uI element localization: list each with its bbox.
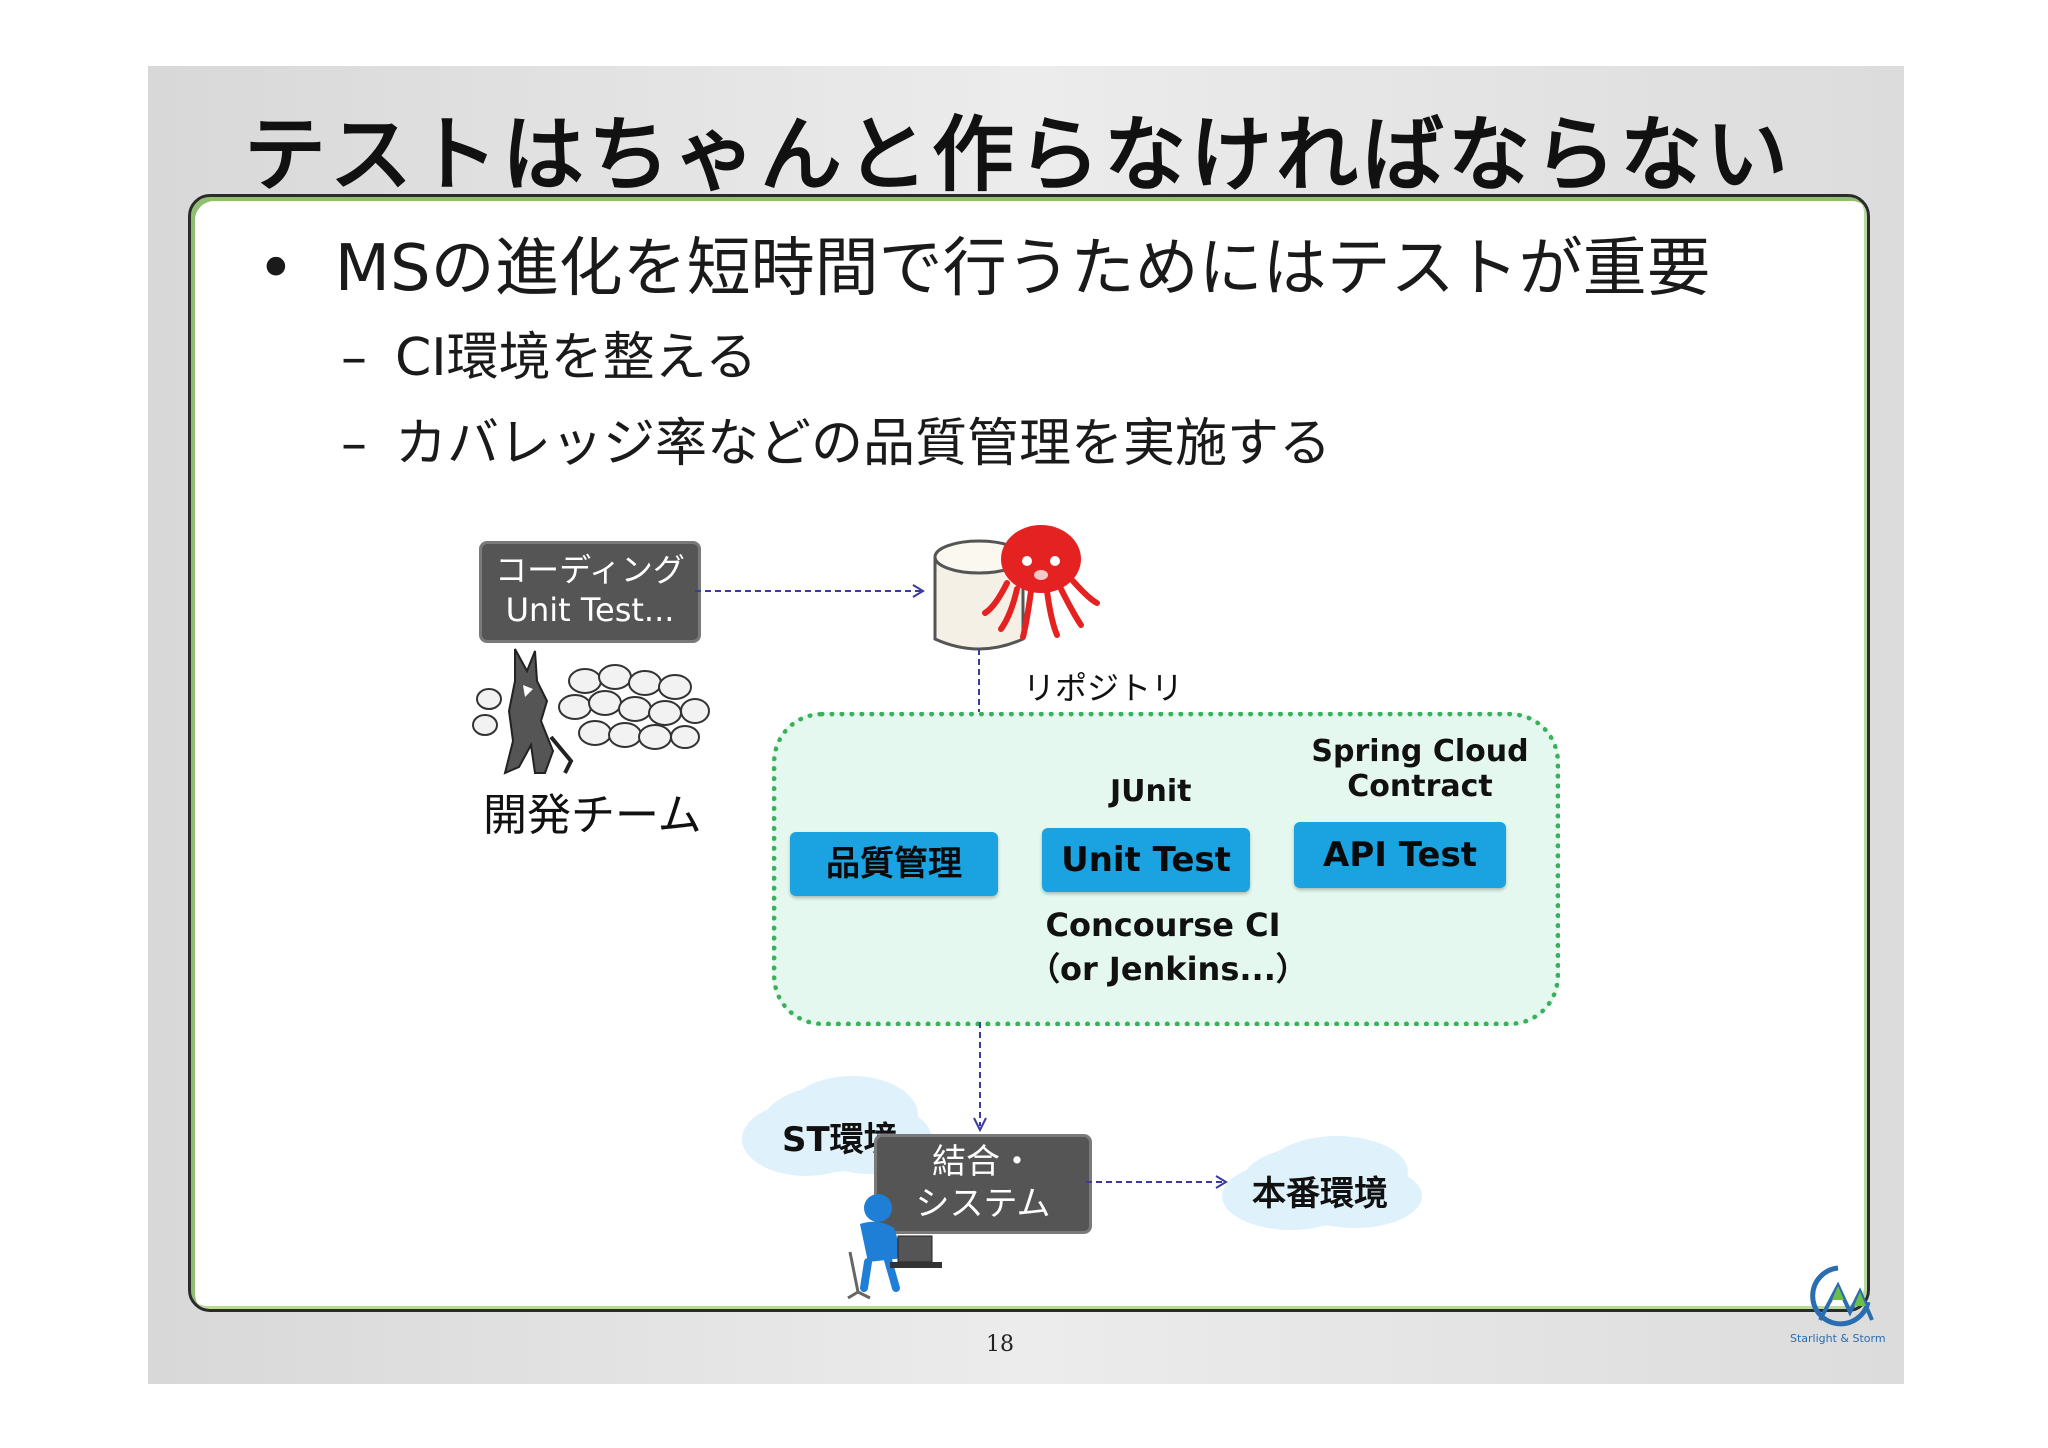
integration-line1: 結合・ [932,1142,1034,1182]
dev-team-illustration-icon [472,648,710,775]
dash-icon: – [341,414,367,474]
bullet-main: • MSの進化を短時間で行うためにはテストが重要 [257,217,1711,309]
api-test-button: API Test [1294,822,1506,888]
bullet-sub-2-text: カバレッジ率などの品質管理を実施する [395,414,1332,474]
coding-line1: コーディング [495,551,685,589]
quality-management-button: 品質管理 [790,832,998,896]
integration-system-box: 結合・ システム [874,1134,1092,1234]
logo-text: Starlight & Storm [1790,1332,1886,1345]
slide-title: テストはちゃんと作らなければならない [244,108,1793,203]
arrow-ci-to-integration-icon [973,1022,987,1133]
slide: テストはちゃんと作らなければならない • MSの進化を短時間で行うためにはテストが… [148,66,1904,1384]
prod-env-label: 本番環境 [1252,1174,1388,1214]
spring-line1: Spring Cloud [1311,734,1529,769]
bullet-sub-1: –CI環境を整える [341,315,757,390]
dev-team-label: 開発チーム [483,790,702,841]
unit-test-button: Unit Test [1042,828,1250,892]
page-number: 18 [986,1332,1014,1357]
junit-label: JUnit [1110,774,1192,809]
bullet-sub-1-text: CI環境を整える [395,328,758,388]
company-logo-icon [1810,1265,1874,1327]
prod-env-cloud [1240,1146,1390,1226]
bullet-main-text: MSの進化を短時間で行うためにはテストが重要 [334,232,1711,306]
content-panel: • MSの進化を短時間で行うためにはテストが重要 –CI環境を整える –カバレッジ… [188,194,1870,1312]
spring-cloud-contract-label: Spring Cloud Contract [1300,734,1540,804]
arrow-integration-to-prod-icon [1086,1175,1228,1189]
person-at-laptop-icon [847,1194,942,1300]
bullet-sub-2: –カバレッジ率などの品質管理を実施する [341,401,1331,476]
repository-label: リポジトリ [1023,669,1184,707]
ci-line1: Concourse CI [1045,906,1281,944]
spring-line2: Contract [1347,769,1493,804]
ci-line2: （or Jenkins...） [1028,950,1308,988]
concourse-ci-label: Concourse CI （or Jenkins...） [1028,906,1308,990]
bullet-dot-icon: • [257,232,295,306]
coding-line2: Unit Test... [505,591,675,629]
octopus-icon [982,525,1100,640]
coding-box: コーディング Unit Test... [479,541,701,643]
integration-line2: システム [915,1184,1051,1224]
arrow-coding-to-repo-icon [695,584,925,598]
repository-icon [933,525,1100,651]
dash-icon: – [341,328,367,388]
